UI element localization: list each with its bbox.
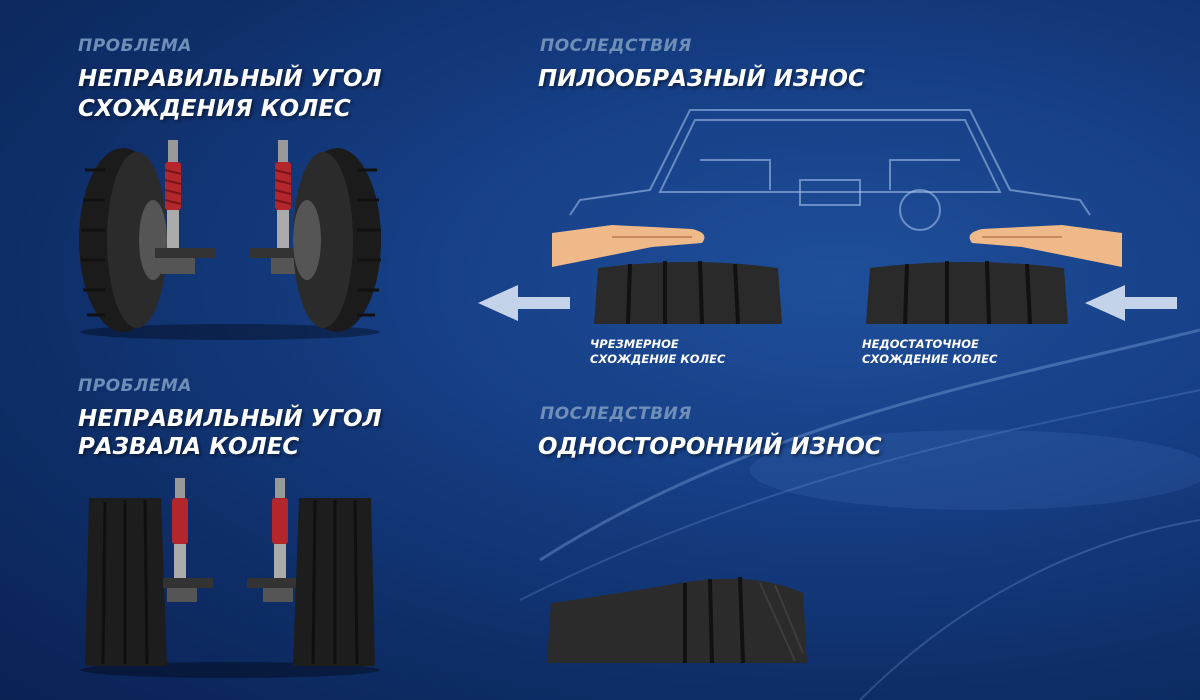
- tire-icon: [293, 498, 375, 666]
- hand-icon: [969, 225, 1122, 267]
- problem-title-camber-line1: НЕПРАВИЛЬНЫЙ УГОЛ: [78, 406, 382, 432]
- tire-icon: [85, 498, 167, 666]
- tire-tread-toe-in: [594, 260, 782, 325]
- tire-tread-toe-out: [866, 260, 1068, 325]
- caption-toe-out-line1: НЕДОСТАТОЧНОЕ: [862, 337, 979, 351]
- arrow-left-icon: [478, 285, 570, 321]
- problem-tag-camber: ПРОБЛЕМА: [78, 376, 192, 396]
- shock-absorber-icon: [163, 478, 213, 602]
- arrow-left-icon: [1085, 285, 1177, 321]
- shock-absorber-icon: [155, 140, 215, 274]
- problem-tag-toe: ПРОБЛЕМА: [78, 36, 192, 56]
- consequence-title-onesided: ОДНОСТОРОННИЙ ИЗНОС: [538, 434, 882, 460]
- tire-icon: [79, 148, 167, 332]
- car-outline: [569, 109, 1091, 231]
- consequence-tag-onesided: ПОСЛЕДСТВИЯ: [540, 404, 692, 424]
- consequence-tag-sawtooth: ПОСЛЕДСТВИЯ: [540, 36, 692, 56]
- problem-title-toe-line1: НЕПРАВИЛЬНЫЙ УГОЛ: [78, 66, 382, 92]
- consequence-title-sawtooth: ПИЛООБРАЗНЫЙ ИЗНОС: [538, 66, 865, 92]
- tire-icon: [293, 148, 381, 332]
- hand-icon: [552, 225, 705, 267]
- problem-title-toe-line2: СХОЖДЕНИЯ КОЛЕС: [78, 96, 351, 122]
- shock-absorber-icon: [247, 478, 297, 602]
- toe-illustration: [79, 140, 381, 340]
- caption-toe-in-line2: СХОЖДЕНИЕ КОЛЕС: [590, 352, 726, 366]
- tire-tread-onesided-wear: [547, 576, 807, 664]
- caption-toe-in-line1: ЧРЕЗМЕРНОЕ: [590, 337, 679, 351]
- problem-title-camber-line2: РАЗВАЛА КОЛЕС: [78, 434, 300, 460]
- camber-illustration: [80, 478, 380, 678]
- caption-toe-out-line2: СХОЖДЕНИЕ КОЛЕС: [862, 352, 998, 366]
